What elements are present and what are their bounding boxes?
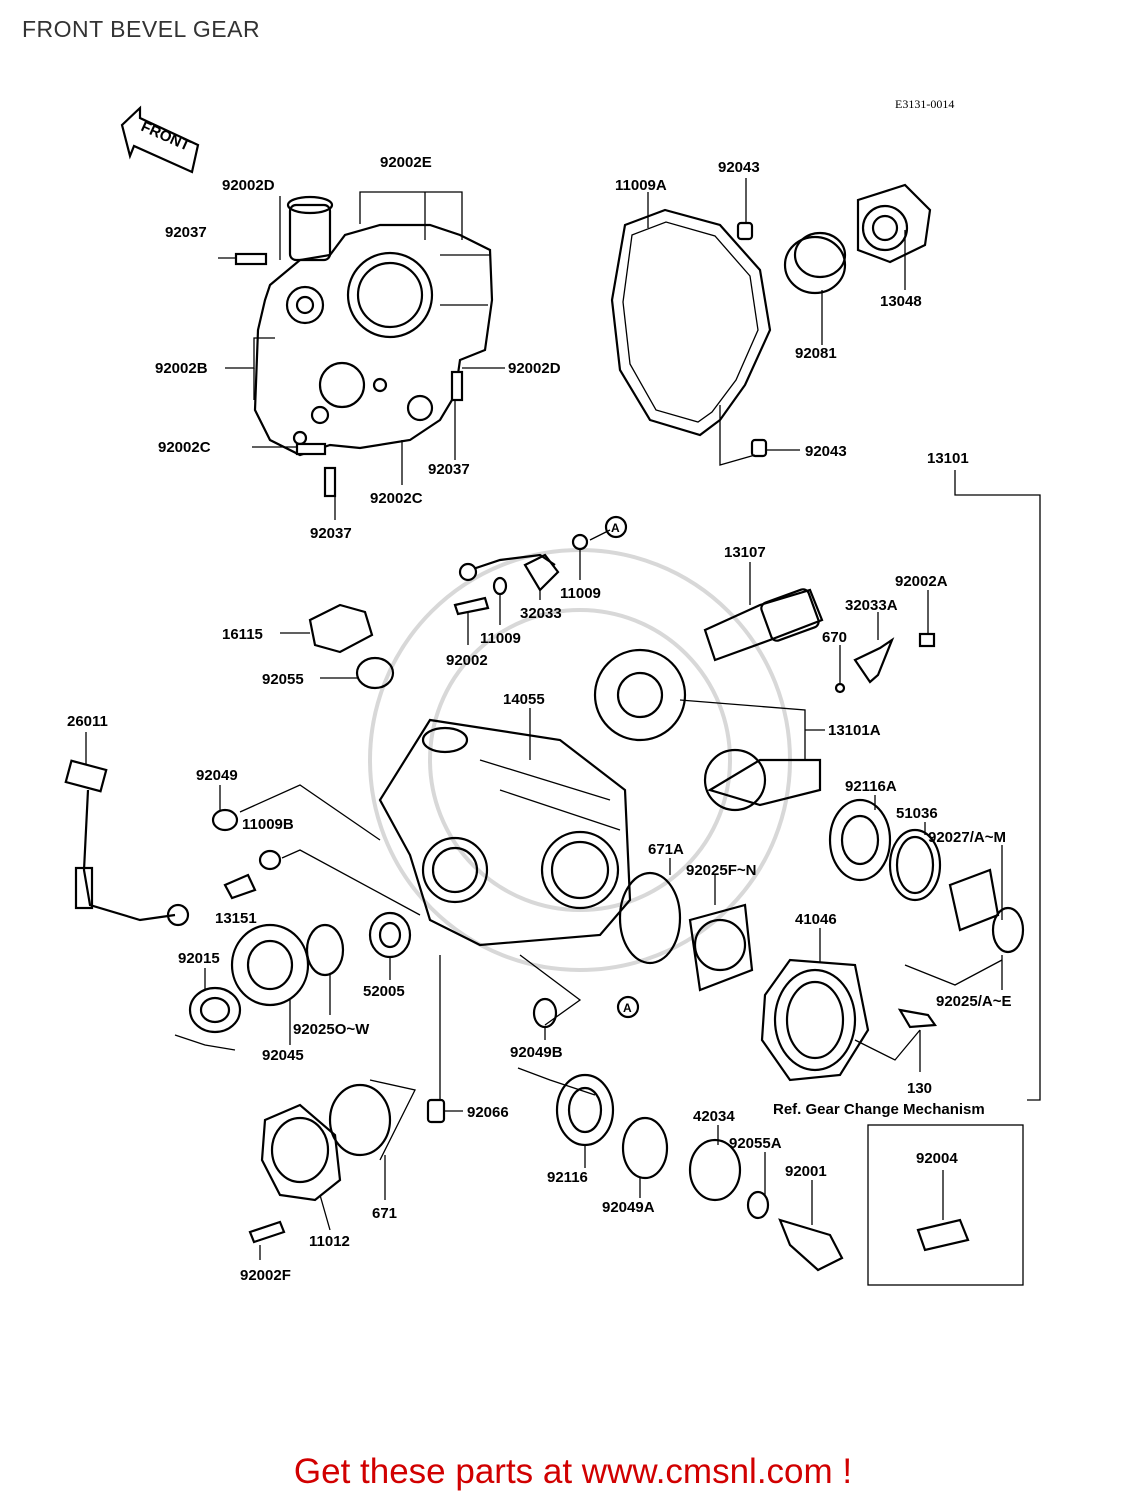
label-92002F: 92002F <box>240 1267 291 1284</box>
svg-text:A: A <box>623 1001 632 1015</box>
bearing-housing-drawing <box>760 928 938 1082</box>
label-92037: 92037 <box>428 461 470 478</box>
label-92025F-N: 92025F~N <box>686 862 756 879</box>
label-92037: 92037 <box>310 525 352 542</box>
label-32033A: 32033A <box>845 597 898 614</box>
label-92045: 92045 <box>262 1047 304 1064</box>
label-92116: 92116 <box>547 1169 588 1186</box>
marker-a-bottom: A <box>616 995 640 1019</box>
label-92043: 92043 <box>718 159 760 176</box>
label-16115: 16115 <box>222 626 263 643</box>
ref-note: Ref. Gear Change Mechanism <box>773 1101 985 1118</box>
label-92002C: 92002C <box>370 490 423 507</box>
label-92055A: 92055A <box>729 1135 782 1152</box>
label-92043: 92043 <box>805 443 847 460</box>
pin-92066-drawing <box>426 1098 463 1124</box>
label-13048: 13048 <box>880 293 922 310</box>
seal-92049B-drawing <box>519 954 582 1040</box>
label-92002: 92002 <box>446 652 488 669</box>
marker-a-top: A <box>604 515 628 539</box>
label-32033: 32033 <box>520 605 562 622</box>
label-92002E: 92002E <box>380 154 432 171</box>
label-92027: 92027/A~M <box>928 829 1006 846</box>
label-11009A: 11009A <box>615 177 667 194</box>
shaft-drawing <box>703 562 824 662</box>
label-13101: 13101 <box>927 450 969 467</box>
label-92049: 92049 <box>196 767 238 784</box>
svg-text:A: A <box>611 521 620 535</box>
bolt-92004-drawing <box>916 1170 970 1252</box>
gear-housing-drawing <box>378 708 632 947</box>
label-92066: 92066 <box>467 1104 509 1121</box>
label-671: 671 <box>372 1205 397 1222</box>
label-92002B: 92002B <box>155 360 208 377</box>
label-92025O-W: 92025O~W <box>293 1021 370 1038</box>
label-92004: 92004 <box>916 1150 958 1167</box>
label-13107: 13107 <box>724 544 766 561</box>
label-11009: 11009 <box>560 585 601 602</box>
oring-shim-drawing <box>618 858 754 992</box>
label-92037: 92037 <box>165 224 207 241</box>
label-92116A: 92116A <box>845 778 897 795</box>
label-11009B: 11009B <box>242 816 294 833</box>
bottom-parts-drawing <box>517 1067 844 1272</box>
clip-drawing <box>834 590 936 694</box>
label-92049B: 92049B <box>510 1044 563 1061</box>
footer-link-text[interactable]: Get these parts at www.cmsnl.com ! <box>293 1452 853 1491</box>
crankcase-cover-drawing <box>234 195 494 498</box>
label-92015: 92015 <box>178 950 220 967</box>
gasket-leaders <box>647 178 800 466</box>
label-42034: 42034 <box>693 1108 735 1125</box>
label-92025A-E: 92025/A~E <box>936 993 1011 1010</box>
label-51036: 51036 <box>896 805 938 822</box>
label-670: 670 <box>822 629 847 646</box>
part-labels: 92002E 92002D 92037 92002B 92002D 92002C… <box>67 154 1011 1284</box>
label-92001: 92001 <box>785 1163 827 1180</box>
hose-leaders <box>467 529 611 645</box>
page-title: FRONT BEVEL GEAR <box>22 16 261 42</box>
diagram-code: E3131-0014 <box>895 97 954 111</box>
small-parts-left-drawing <box>211 784 421 916</box>
front-arrow-icon: FRONT <box>120 105 200 174</box>
label-13101A: 13101A <box>828 722 881 739</box>
cover-leaders <box>218 191 505 520</box>
label-11012: 11012 <box>309 1233 350 1250</box>
label-130: 130 <box>907 1080 932 1097</box>
label-92002A: 92002A <box>895 573 948 590</box>
end-cover-drawing <box>248 1079 416 1260</box>
spring-and-seal-drawing <box>783 183 932 295</box>
label-92049A: 92049A <box>602 1199 655 1216</box>
label-41046: 41046 <box>795 911 837 928</box>
bearing-stack-drawing <box>828 795 1025 990</box>
label-92002C: 92002C <box>158 439 211 456</box>
assembly-frame <box>954 470 1041 1101</box>
ref-box <box>867 1124 1024 1286</box>
left-bearing-stack-drawing <box>174 911 441 1100</box>
label-92002D: 92002D <box>222 177 275 194</box>
breather-hose-drawing <box>453 533 589 616</box>
label-14055: 14055 <box>503 691 545 708</box>
filler-cap-drawing <box>308 603 395 690</box>
label-92055: 92055 <box>262 671 304 688</box>
label-92081: 92081 <box>795 345 837 362</box>
label-671A: 671A <box>648 841 684 858</box>
front-arrow-label: FRONT <box>138 118 192 155</box>
label-13151: 13151 <box>215 910 257 927</box>
gasket-drawing <box>610 208 772 458</box>
bevel-gear-drawing <box>593 648 825 812</box>
label-11009: 11009 <box>480 630 521 647</box>
label-26011: 26011 <box>67 713 108 730</box>
label-52005: 52005 <box>363 983 405 1000</box>
wiring-harness-drawing <box>64 732 190 927</box>
label-92002D: 92002D <box>508 360 561 377</box>
